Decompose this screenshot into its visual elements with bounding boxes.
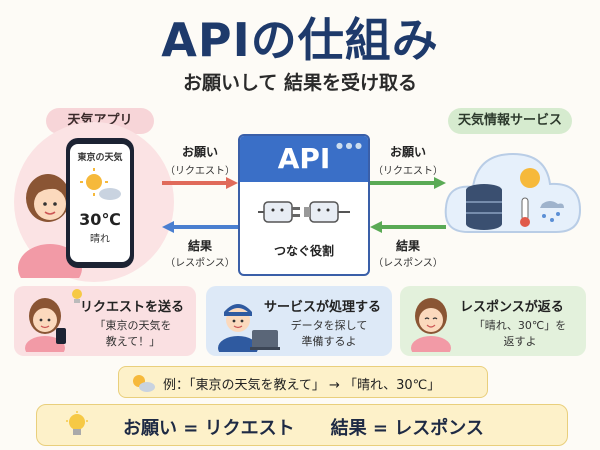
- page-title: APIの仕組み: [161, 13, 439, 67]
- card-response-line1: 「晴れ、30℃」を: [473, 319, 567, 332]
- sun-cloud-small-icon: [133, 375, 155, 392]
- smartphone: 東京の天気 30℃ 晴れ: [66, 138, 134, 268]
- card-response-line2: 返すよ: [503, 335, 537, 348]
- left-request-label: お願い: [181, 145, 218, 159]
- left-response-sub: （レスポンス）: [165, 258, 235, 269]
- card-request-line1: 「東京の天気を: [94, 319, 172, 332]
- right-request-sub: （リクエスト）: [373, 166, 443, 177]
- right-request-arrow-icon: [370, 177, 446, 189]
- left-response-arrow-icon: [162, 221, 238, 233]
- api-window: ● ● ● API つなぐ役割: [238, 134, 370, 276]
- phone-condition: 晴れ: [90, 234, 110, 245]
- card-process: サービスが処理する データを探して 準備するよ: [206, 286, 392, 356]
- user-illustration: [18, 174, 82, 278]
- phone-temperature: 30℃: [79, 210, 121, 229]
- card-request-title: リクエストを送る: [80, 300, 185, 315]
- user-avatar-icon: [25, 298, 66, 352]
- summary-box: お願い = リクエスト 結果 = レスポンス: [36, 404, 568, 446]
- lightbulb-icon: [66, 411, 88, 435]
- card-request: リクエストを送る 「東京の天気を 教えて！」: [14, 286, 196, 356]
- card-process-line2: 準備するよ: [301, 335, 357, 348]
- plug-connector-icon: [258, 201, 350, 223]
- card-response: レスポンスが返る 「晴れ、30℃」を 返すよ: [400, 286, 586, 356]
- card-response-title: レスポンスが返る: [460, 300, 564, 315]
- happy-user-icon: [411, 298, 451, 352]
- summary-text: お願い = リクエスト 結果 = レスポンス: [123, 418, 484, 439]
- phone-weather-header: 東京の天気: [77, 153, 123, 163]
- weather-service-label: 天気情報サービス: [448, 108, 572, 134]
- lightbulb-icon: [72, 289, 82, 303]
- sun-cloud-icon: [80, 168, 121, 200]
- example-box: 例：「東京の天気を教えて」 → 「晴れ、30℃」: [118, 366, 488, 398]
- card-request-line2: 教えて！」: [105, 335, 161, 348]
- right-response-sub: （レスポンス）: [373, 258, 443, 269]
- right-response-label: 結果: [395, 239, 420, 253]
- cloud-server-illustration: [444, 152, 582, 233]
- right-response-arrow-icon: [370, 221, 446, 233]
- page-subtitle: お願いして 結果を受け取る: [182, 72, 418, 94]
- left-response-label: 結果: [187, 239, 212, 253]
- example-text: 例：「東京の天気を教えて」 → 「晴れ、30℃」: [163, 378, 441, 393]
- right-request-label: お願い: [389, 145, 426, 159]
- worker-with-laptop-icon: [218, 304, 280, 352]
- window-controls-icon: ● ● ●: [335, 141, 362, 150]
- left-request-sub: （リクエスト）: [165, 166, 235, 177]
- api-label: API: [277, 142, 331, 175]
- card-process-title: サービスが処理する: [264, 300, 382, 315]
- api-caption: つなぐ役割: [273, 244, 334, 258]
- left-request-arrow-icon: [162, 177, 238, 189]
- card-process-line1: データを探して: [290, 319, 368, 332]
